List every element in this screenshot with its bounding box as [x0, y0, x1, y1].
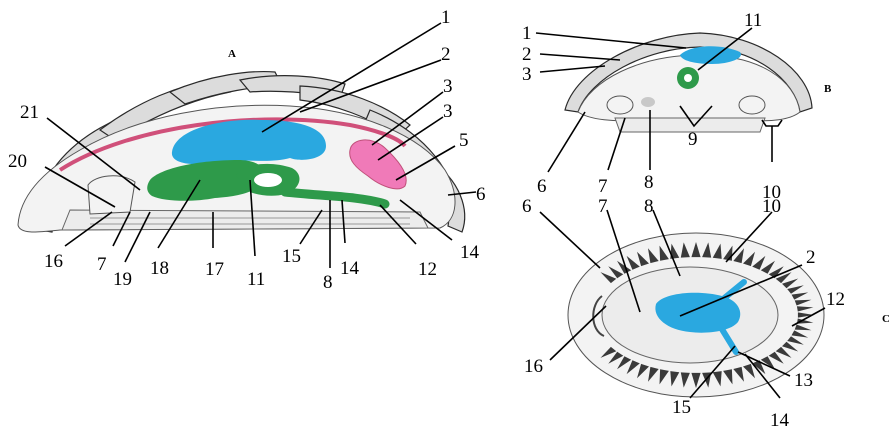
gill-right: [739, 96, 765, 114]
label-14: 14: [340, 258, 360, 279]
panel-label-c: C: [882, 313, 889, 325]
label-c-2: 2: [806, 247, 816, 268]
label-c-8: 8: [644, 196, 654, 217]
label-b-7: 7: [598, 176, 608, 197]
figure-b: B 1 2 3 11 9 6 7 8: [522, 10, 832, 203]
intestine-lumen-b: [684, 74, 692, 82]
label-2: 2: [441, 44, 451, 65]
label-b-8: 8: [644, 172, 654, 193]
label-1: 1: [441, 7, 451, 28]
label-b-9: 9: [688, 129, 698, 150]
label-c-14: 14: [770, 410, 790, 431]
label-c-10: 10: [762, 196, 781, 217]
label-16: 16: [44, 251, 63, 272]
label-b-1: 1: [522, 23, 532, 44]
panel-label-b: B: [824, 83, 832, 95]
label-19: 19: [113, 269, 132, 290]
intestine-lumen: [254, 173, 282, 187]
figure-c: C 6 7 8 10 2 12 16 13 15: [522, 196, 889, 431]
label-c-13: 13: [794, 370, 813, 391]
label-b-2: 2: [522, 44, 532, 65]
label-c-16: 16: [524, 356, 543, 377]
label-20: 20: [8, 151, 27, 172]
label-b-3: 3: [522, 64, 532, 85]
label-17: 17: [205, 259, 224, 280]
panel-label-a: A: [228, 48, 236, 60]
label-c-6: 6: [522, 196, 532, 217]
label-c-15: 15: [672, 397, 691, 418]
label-15: 15: [282, 246, 301, 267]
label-b-6: 6: [537, 176, 547, 197]
label-18: 18: [150, 258, 169, 279]
label-3: 3: [443, 76, 453, 97]
label-14b: 14: [460, 242, 480, 263]
label-c-12: 12: [826, 289, 845, 310]
label-c-7: 7: [598, 196, 608, 217]
label-5: 5: [459, 130, 469, 151]
figure-a: A: [8, 7, 486, 293]
gill-left: [607, 96, 633, 114]
label-12: 12: [418, 259, 437, 280]
label-8: 8: [323, 272, 333, 293]
label-7: 7: [97, 254, 107, 275]
label-21: 21: [20, 102, 39, 123]
label-b-11: 11: [744, 10, 762, 31]
label-3b: 3: [443, 101, 453, 122]
label-6: 6: [476, 184, 486, 205]
label-11: 11: [247, 269, 265, 290]
nerve-cord-left: [641, 97, 655, 107]
